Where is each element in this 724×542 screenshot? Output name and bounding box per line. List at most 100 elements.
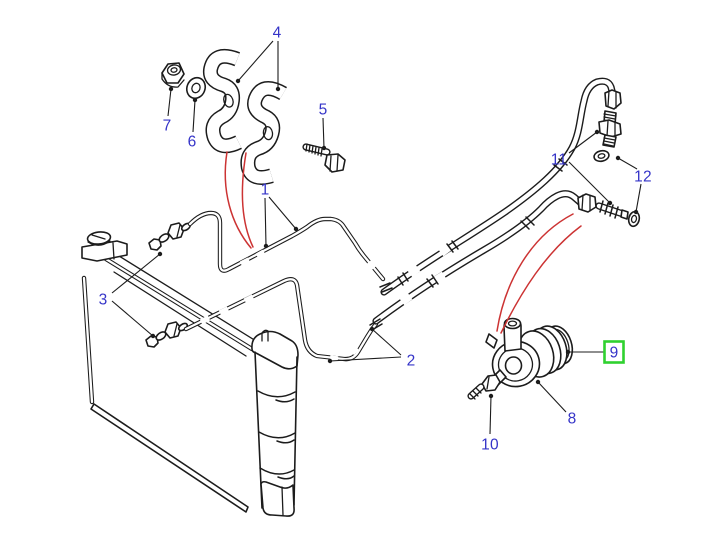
leader-dot	[293, 226, 299, 232]
leader-dot	[157, 251, 163, 257]
tank-segment-1	[257, 390, 296, 403]
callout-10[interactable]: 10	[481, 393, 499, 454]
washer-hole	[191, 82, 201, 94]
leader-dot	[369, 326, 375, 332]
radiator-tank-right-edge	[293, 356, 298, 506]
leader-line	[111, 300, 154, 337]
bolt-threads	[305, 143, 323, 157]
callout-3[interactable]: 3	[99, 251, 163, 339]
neck-opening-inner	[507, 320, 518, 327]
union-tip	[620, 209, 629, 220]
union-hex-facet	[606, 120, 616, 137]
callout-8[interactable]: 8	[535, 379, 577, 428]
clamp-washer	[185, 76, 207, 100]
clamp-bracket-left	[202, 48, 242, 154]
callout-7[interactable]: 7	[163, 86, 174, 135]
leader-line	[111, 253, 161, 294]
callout-label: 2	[407, 353, 416, 370]
callout-label: 9	[610, 345, 619, 362]
bleed-hex	[481, 374, 501, 392]
clamp-bolt	[302, 143, 346, 173]
nut-hole	[166, 64, 182, 76]
callout-11[interactable]: 11	[551, 129, 613, 206]
radiator-tank-tab	[261, 329, 269, 342]
leader-dot	[565, 349, 571, 355]
leader-dot	[633, 209, 639, 215]
ferrule-band	[426, 216, 535, 288]
radiator-left-edge-core	[82, 276, 94, 404]
leader-dot	[192, 97, 198, 103]
leader-dot	[535, 379, 541, 385]
leader-line	[635, 183, 642, 213]
washer-outer	[185, 76, 207, 100]
radiator-tank-cap	[251, 330, 299, 370]
thread-ticks	[603, 137, 616, 147]
red-guide-arc	[500, 225, 582, 334]
leader-dot	[321, 145, 327, 151]
hose-nut-facets	[607, 90, 617, 109]
union-fitting-lower	[595, 200, 641, 228]
callout-label: 11	[551, 152, 568, 169]
pipe-break	[239, 249, 377, 270]
callout-label: 1	[261, 182, 270, 199]
callout-2[interactable]: 2	[327, 326, 416, 370]
oil-cooler-pipe-lower	[183, 277, 379, 362]
radiator-top-edge-core	[104, 257, 254, 351]
leader-dot	[594, 129, 600, 135]
leader-dot	[275, 86, 281, 92]
adapter-bore	[504, 356, 523, 375]
leader-dot	[615, 155, 621, 161]
leader-line	[568, 131, 598, 154]
radiator-face-line	[113, 271, 247, 357]
hose-line	[380, 77, 617, 296]
ferrule-band	[397, 158, 568, 286]
hose-nut	[577, 193, 597, 213]
leader-line	[322, 117, 325, 149]
nut-3d-edge	[161, 72, 185, 88]
neck-opening	[503, 317, 522, 330]
leader-line	[617, 157, 638, 170]
clamp-brackets	[202, 48, 287, 185]
callout-label: 3	[99, 292, 108, 309]
leader-line	[268, 196, 297, 230]
union-nut-facet	[173, 323, 178, 337]
red-guide-arc	[496, 213, 574, 332]
radiator-header-tank	[81, 240, 128, 262]
callout-label: 4	[273, 25, 282, 42]
sealing-washer	[627, 210, 641, 228]
callout-label: 7	[163, 118, 172, 135]
callout-6[interactable]: 6	[188, 97, 198, 151]
bracket-hole	[223, 93, 234, 108]
tank-segment-2	[258, 431, 296, 444]
leader-dot	[263, 243, 269, 249]
callout-label: 5	[319, 102, 328, 119]
adapter-tab	[485, 333, 498, 349]
hose-upper	[379, 77, 622, 296]
radiator-union-upper	[148, 222, 192, 251]
leader-dot	[235, 78, 241, 84]
thread-ticks	[599, 200, 619, 219]
tank-foot-line	[281, 486, 284, 516]
hose-break	[399, 271, 447, 306]
leader-dot	[168, 86, 174, 92]
radiator-header-line	[112, 242, 115, 260]
leader-line	[167, 88, 172, 117]
callout-label: 8	[568, 411, 577, 428]
leader-dot	[607, 200, 613, 206]
leader-line	[192, 99, 196, 133]
pipe-core	[188, 211, 385, 281]
union-hex	[598, 119, 622, 138]
sealing-washer-hole	[597, 153, 606, 159]
callout-12[interactable]: 12	[615, 155, 652, 215]
sealing-washer-hole	[630, 214, 638, 224]
radiator-tank-foot	[260, 480, 295, 517]
nut-hole-inner	[170, 67, 178, 73]
hose-core	[381, 78, 616, 295]
callout-9[interactable]: 9	[565, 340, 625, 364]
leader-line	[489, 395, 492, 435]
callout-4[interactable]: 4	[235, 25, 282, 92]
callout-5[interactable]: 5	[319, 102, 328, 151]
callout-1[interactable]: 1	[261, 182, 299, 249]
